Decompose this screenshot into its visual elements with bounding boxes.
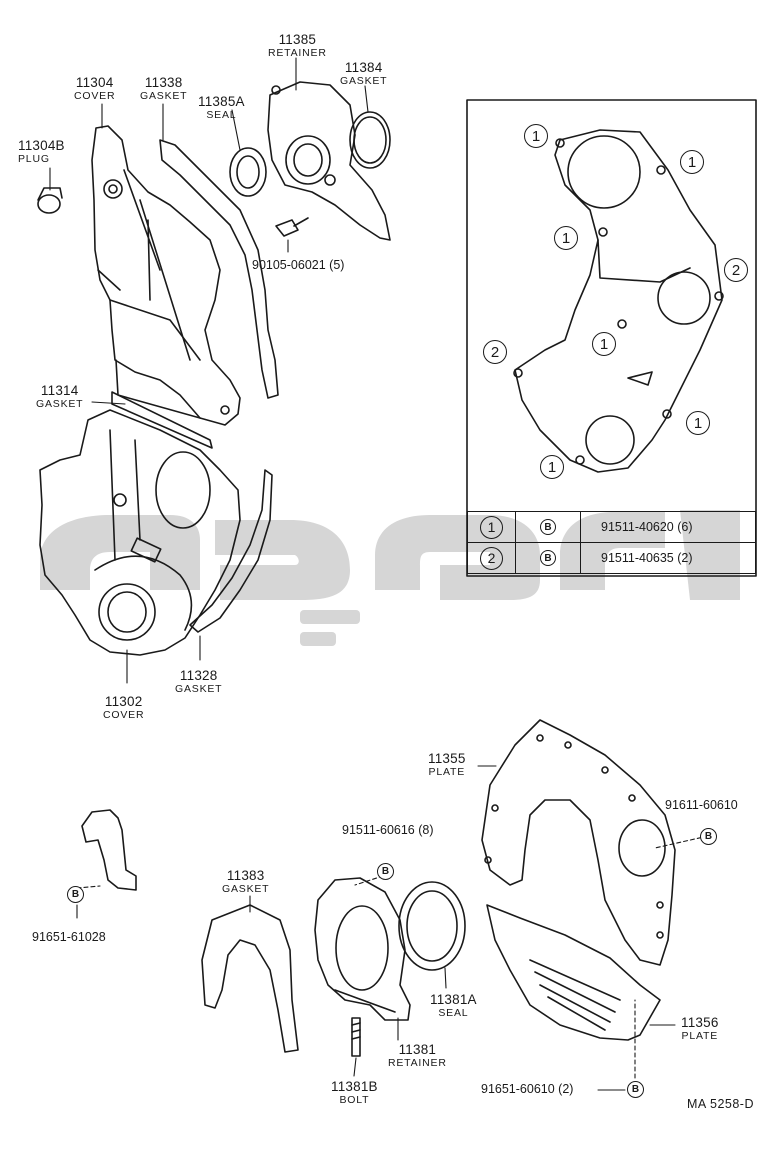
rear-oil-seal-drawing: [398, 881, 466, 971]
fastener-label-retainer-bolt: 90105-06021 (5): [252, 258, 345, 272]
part-number: 11383: [226, 868, 265, 883]
plug-drawing: [37, 187, 63, 214]
part-name: GASKET: [140, 89, 188, 102]
part-name: SEAL: [206, 108, 237, 121]
part-label-11384: 11384 GASKET: [340, 61, 387, 86]
inset-marker-1: 1: [680, 150, 704, 174]
part-label-11383: 11383 GASKET: [222, 869, 269, 894]
part-name: GASKET: [340, 74, 388, 87]
retainer-bolt-drawing: [275, 217, 309, 237]
inset-marker-1: 1: [554, 226, 578, 250]
part-name: BOLT: [339, 1093, 370, 1106]
part-name: PLUG: [18, 152, 50, 165]
rear-seal-gasket-drawing: [201, 904, 299, 1053]
inset-marker-1: 1: [592, 332, 616, 356]
part-label-11314: 11314 GASKET: [36, 384, 83, 409]
part-number: 11355: [428, 751, 466, 766]
fastener-label-lower-plate-bolts: 91651-60610 (2): [481, 1082, 574, 1096]
bracket-drawing: [81, 809, 137, 891]
part-number: 11304: [75, 75, 114, 90]
part-name: GASKET: [222, 882, 270, 895]
bolt-marker-b-icon: B: [67, 886, 84, 903]
part-name: SEAL: [438, 1006, 469, 1019]
part-label-11381A: 11381A SEAL: [430, 993, 477, 1018]
part-label-11304B: 11304B PLUG: [18, 139, 65, 164]
part-number: 11384: [344, 60, 383, 75]
part-number: 11304B: [18, 138, 65, 153]
inset-gasket-drawing: [513, 129, 724, 473]
rear-oil-seal-retainer-drawing: [314, 877, 411, 1021]
inset-marker-1: 1: [686, 411, 710, 435]
part-number: 11381A: [430, 992, 477, 1007]
inset-marker-1: 1: [540, 455, 564, 479]
table-row: 1 B 91511-40620 (6): [467, 511, 756, 543]
inset-marker-2: 2: [724, 258, 748, 282]
middle-gasket-drawing: [111, 391, 213, 449]
part-name: RETAINER: [388, 1056, 447, 1069]
part-number: 11385A: [198, 94, 245, 109]
bolt-marker-b-icon: B: [700, 828, 717, 845]
upper-timing-cover-drawing: [91, 125, 241, 426]
rear-end-plate-lower-drawing: [486, 904, 661, 1041]
inset-marker-1: 1: [524, 124, 548, 148]
fastener-label-retainer-bolts: 91511-60616 (8): [342, 823, 434, 837]
row-marker: 1: [480, 515, 503, 539]
row-marker: 2: [480, 546, 503, 570]
part-number: 11302: [104, 694, 143, 709]
part-number: 11338: [144, 75, 183, 90]
stud-bolt-drawing: [351, 1017, 361, 1057]
part-label-11356: 11356 PLATE: [681, 1016, 719, 1041]
part-label-11302: 11302 COVER: [103, 695, 144, 720]
catalog-code: MA 5258-D: [686, 1097, 754, 1111]
table-row: 2 B 91511-40635 (2): [467, 542, 756, 574]
part-number: 11381B: [331, 1079, 378, 1094]
bolt-marker-b-icon: B: [377, 863, 394, 880]
part-name: COVER: [103, 708, 145, 721]
front-oil-seal-drawing: [229, 147, 267, 197]
bolt-type-b-icon: B: [540, 519, 556, 536]
part-number: 11385: [278, 32, 317, 47]
fastener-label-plate-bolt: 91611-60610: [665, 798, 738, 812]
rear-end-plate-drawing: [481, 719, 676, 966]
part-label-11381: 11381 RETAINER: [388, 1043, 447, 1068]
part-label-11385: 11385 RETAINER: [268, 33, 327, 58]
row-part-number: 91511-40635 (2): [580, 542, 756, 574]
lower-timing-cover-drawing: [39, 409, 241, 656]
part-name: COVER: [74, 89, 116, 102]
part-number: 11356: [681, 1015, 719, 1030]
part-label-11385A: 11385A SEAL: [198, 95, 245, 120]
part-label-11381B: 11381B BOLT: [331, 1080, 378, 1105]
oil-seal-retainer-drawing: [267, 81, 391, 241]
part-name: PLATE: [681, 1029, 719, 1042]
part-label-11338: 11338 GASKET: [140, 76, 187, 101]
bolt-type-b-icon: B: [540, 550, 556, 567]
part-name: GASKET: [175, 682, 223, 695]
inset-marker-2: 2: [483, 340, 507, 364]
part-number: 11381: [398, 1042, 437, 1057]
inset-frame: [466, 99, 757, 577]
part-number: 11314: [40, 383, 79, 398]
lower-cover-gasket-drawing: [189, 469, 273, 633]
retainer-gasket-drawing: [349, 111, 391, 169]
part-label-11304: 11304 COVER: [74, 76, 115, 101]
part-number: 11328: [179, 668, 218, 683]
part-name: GASKET: [36, 397, 84, 410]
row-part-number: 91511-40620 (6): [580, 511, 756, 543]
part-label-11328: 11328 GASKET: [175, 669, 222, 694]
part-name: PLATE: [428, 765, 466, 778]
upper-cover-gasket-drawing: [159, 139, 279, 399]
part-label-11355: 11355 PLATE: [428, 752, 466, 777]
part-name: RETAINER: [268, 46, 327, 59]
bolt-marker-b-icon: B: [627, 1081, 644, 1098]
bolt-reference-table: 1 B 91511-40620 (6) 2 B 91511-40635 (2): [467, 511, 756, 574]
fastener-label-bracket-bolt: 91651-61028: [32, 930, 106, 944]
